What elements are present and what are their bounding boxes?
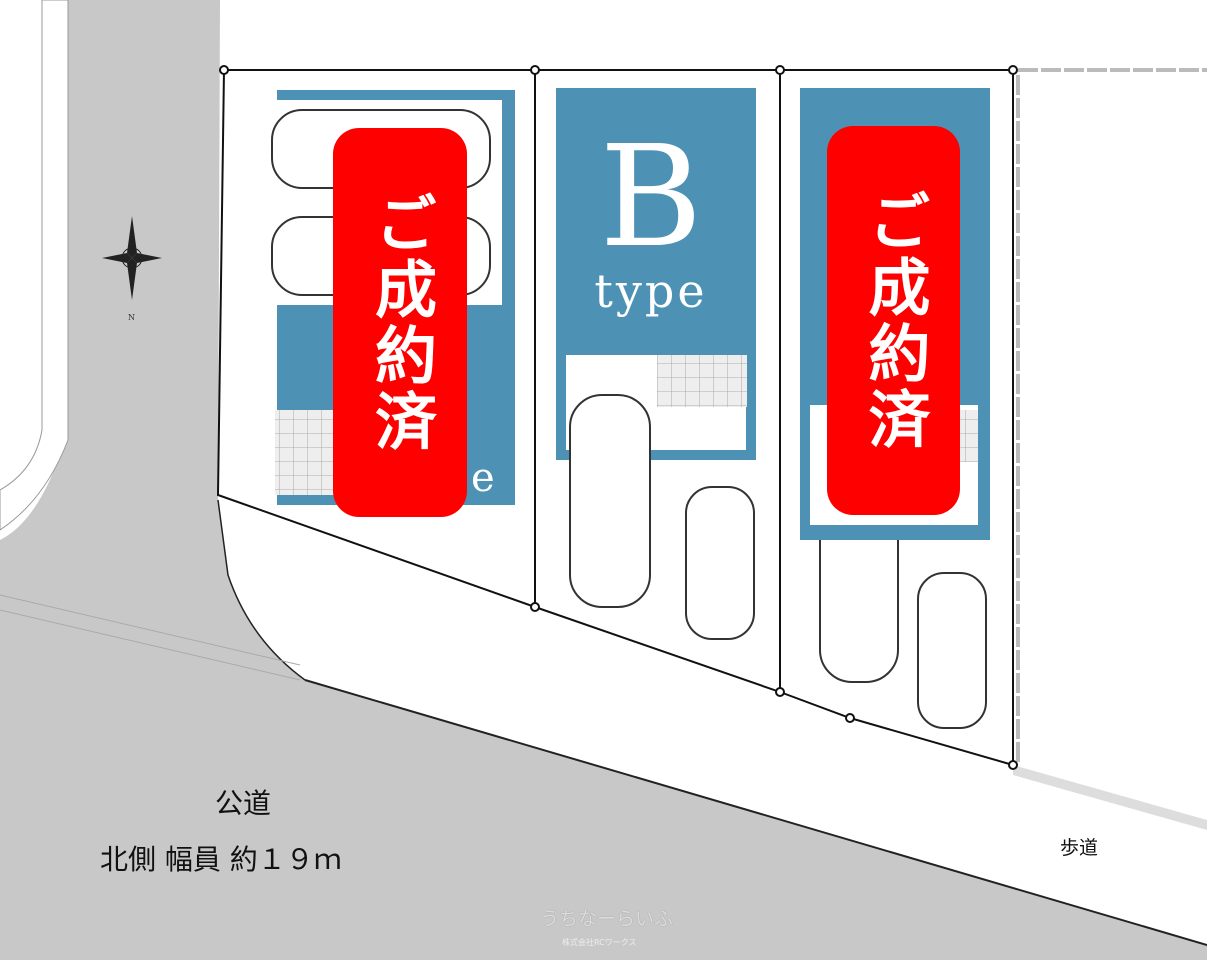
lot-b-tiles (657, 355, 747, 407)
compass-icon (102, 216, 162, 300)
road-width-label: 北側 幅員 約１９ｍ (100, 843, 342, 876)
watermark-logo: うちなーらいふ (540, 908, 674, 930)
boundary-marker (219, 65, 1018, 770)
neighbor-boundary (1016, 68, 1207, 765)
sidewalk-label: 歩道 (1060, 837, 1099, 859)
compass-label: N (128, 313, 135, 322)
road-label: 公道 (215, 787, 272, 820)
sold-badge-lot-a: ご成約済 (333, 128, 467, 517)
curb-line (217, 499, 306, 681)
sold-badge-lot-c: ご成約済 (827, 126, 960, 515)
watermark-company: 株式会社RCワークス (562, 938, 637, 947)
road-line (0, 594, 301, 681)
road-left-sidewalk (0, 0, 69, 531)
lot-b-letter: B (599, 116, 703, 279)
lot-a-type-fragment: e (471, 455, 495, 501)
sidewalk (1013, 765, 1207, 830)
lot-b-type: type (594, 264, 708, 318)
road-edge-line (304, 679, 1207, 946)
lot-boundary (216, 69, 1014, 767)
